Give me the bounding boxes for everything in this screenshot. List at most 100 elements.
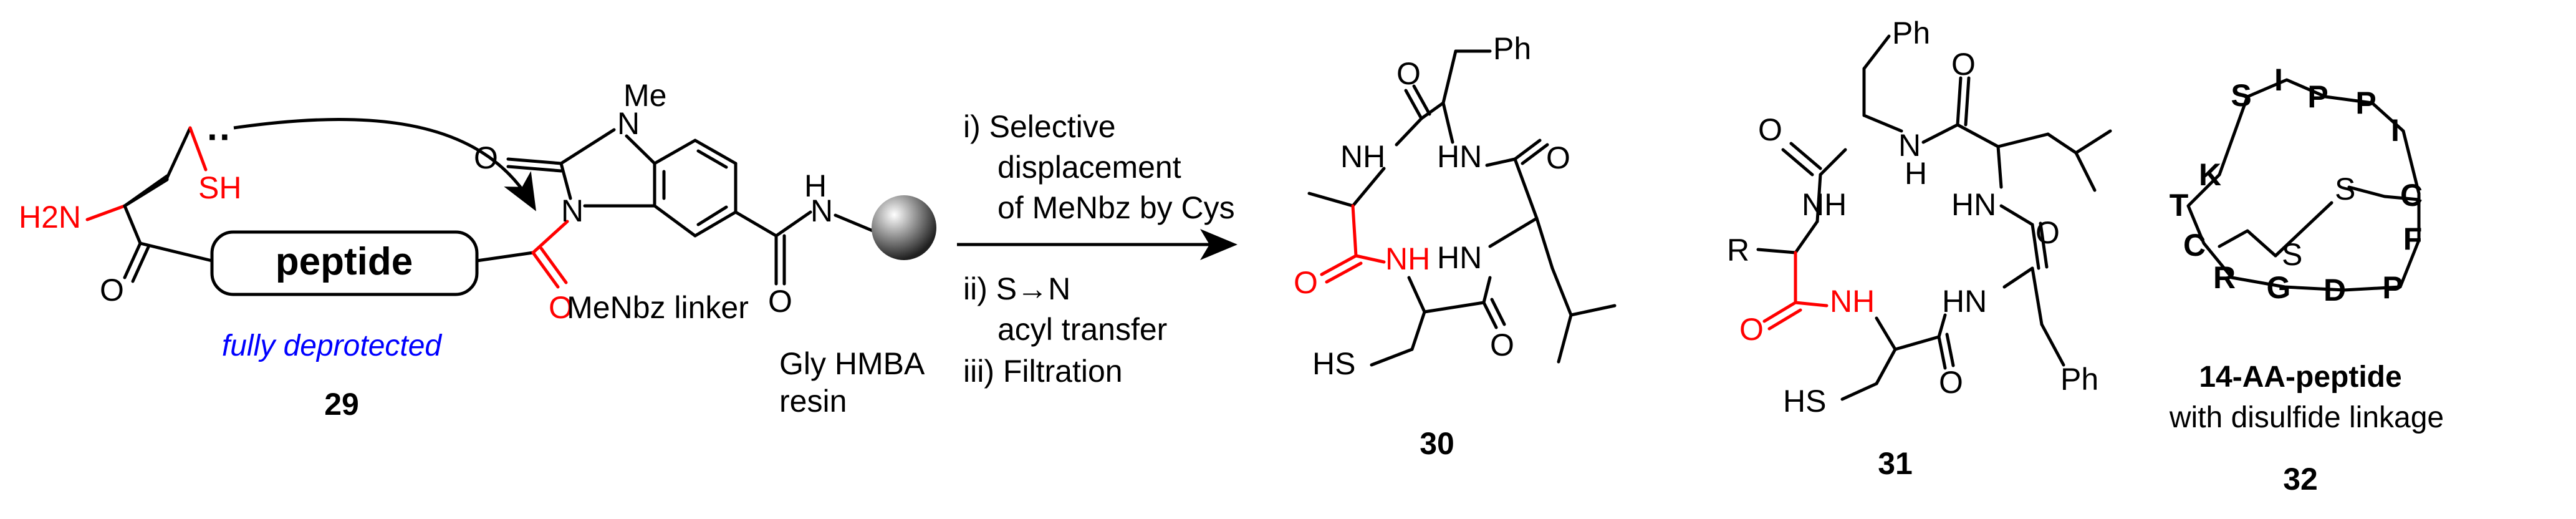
bond [2074,129,2112,155]
bond [2074,151,2097,192]
c-n-bond [531,220,569,255]
bond [1550,266,1573,317]
bond [1569,304,1617,317]
disulfide-bond-left [2218,229,2277,258]
bond [1999,204,2034,226]
bond [1840,382,1878,401]
ring-nh-red: NH [1830,284,1875,319]
bond [1875,316,1897,351]
c-peptide-bond [138,241,214,263]
peptide-label: peptide [276,240,413,283]
amide-cn-bond [774,210,812,238]
bond [1956,76,1963,127]
condition-step1-line2: displacement [997,150,1181,185]
carbonyl-o-left: O [1758,112,1782,147]
compound-number-31: 31 [1878,446,1913,481]
residue-2: I [2274,62,2283,97]
residue-8: P [2382,270,2403,305]
menbz-linker: N N Me O O H N MeNbz linker Gly HMBA res… [474,78,936,419]
carbonyl-o-right: O [1546,140,1570,175]
bond [1441,49,1458,105]
bond [1819,148,1847,177]
deprotected-caption: fully deprotected [222,329,443,362]
ring-n-top: N [1898,128,1921,163]
reaction-conditions: i) Selective displacement of MeNbz by Cy… [957,109,1238,389]
condition-step3: iii) Filtration [963,354,1123,389]
disulfide-bond-right [2347,185,2421,201]
bond [1412,84,1431,116]
linker-carbonyl-o: O [549,290,573,325]
peptide-backbone [2186,78,2421,292]
bond [1513,157,1539,220]
bond [2031,223,2040,270]
bond [2039,221,2049,269]
bond [1964,76,1971,127]
ca-c-bond [123,204,142,245]
benzene-inner-bond [696,205,728,226]
peptide-title: 14-AA-peptide [2199,361,2401,394]
ring-bond [625,134,656,165]
oxygen-label: O [100,273,124,308]
benzene-bond [693,210,738,238]
residue-3: P [2307,79,2328,114]
ring-hn-lower: HN [1942,284,1987,319]
compound-30: Ph O NH HN O HN O NH O [1294,31,1617,461]
lone-pair: ·· [207,116,232,158]
compound-31: Ph N H O HN O HN Ph O NH R [1727,16,2112,481]
compound-number-32: 32 [2283,462,2318,497]
cb-bond [165,126,192,180]
thiol-hs: HS [1783,384,1826,419]
bond [1875,347,1897,386]
bond [1423,301,1486,314]
bond [1794,220,1819,255]
phenyl-label: Ph [1493,31,1531,66]
bond [2040,323,2065,367]
residue-12: C [2183,228,2206,263]
benzene-bond [653,138,697,165]
bond [1937,335,1947,370]
bond [1762,301,1797,323]
linker-co-bond-2 [539,246,568,284]
resin-bead-icon [872,195,936,260]
linker-methyl: Me [623,78,666,113]
residue-7: F [2403,221,2423,256]
bond [1395,117,1423,147]
linker-n1: N [561,193,584,228]
bond [1996,145,2003,189]
residue-1: S [2231,78,2251,113]
ring-hn-right: HN [1437,139,1482,174]
residue-6: C [2400,178,2423,213]
bond [1325,261,1363,284]
amide-oxygen: O [768,284,792,319]
benzene-bond [653,204,697,238]
urea-oxygen: O [474,140,498,175]
cb-s-bond [188,126,208,172]
peptide-box [210,230,479,296]
bond [1893,335,1941,351]
bond [1513,138,1542,161]
amine-label: H2N [19,200,81,235]
condition-step2-line1: ii) S→N [963,271,1070,306]
disulfide-bond [2274,201,2333,258]
phenyl-label-top: Ph [1892,16,1930,51]
linker-name: MeNbz linker [567,290,749,325]
residue-13: T [2170,188,2189,223]
carbonyl-o-top: O [1396,56,1421,91]
carbonyl-o-top: O [1951,47,1976,82]
ring-hn-right: HN [1951,187,1996,222]
bond [1862,34,1891,70]
ring-nh-left: NH [1802,187,1847,222]
r-group: R [1727,233,1749,268]
bond [1351,204,1358,258]
compound-29: H2N SH ·· O peptide fully deprotected 29… [19,116,573,422]
bond [1482,276,1492,304]
peptide-co-bond [475,251,535,263]
urea-co-bond [506,157,563,165]
peptide-subtitle: with disulfide linkage [2169,401,2444,434]
bond [1921,123,1959,144]
bond [2046,132,2078,155]
residue-11: R [2213,260,2236,295]
thiol-hs: HS [1312,346,1355,381]
bond [1441,101,1454,144]
